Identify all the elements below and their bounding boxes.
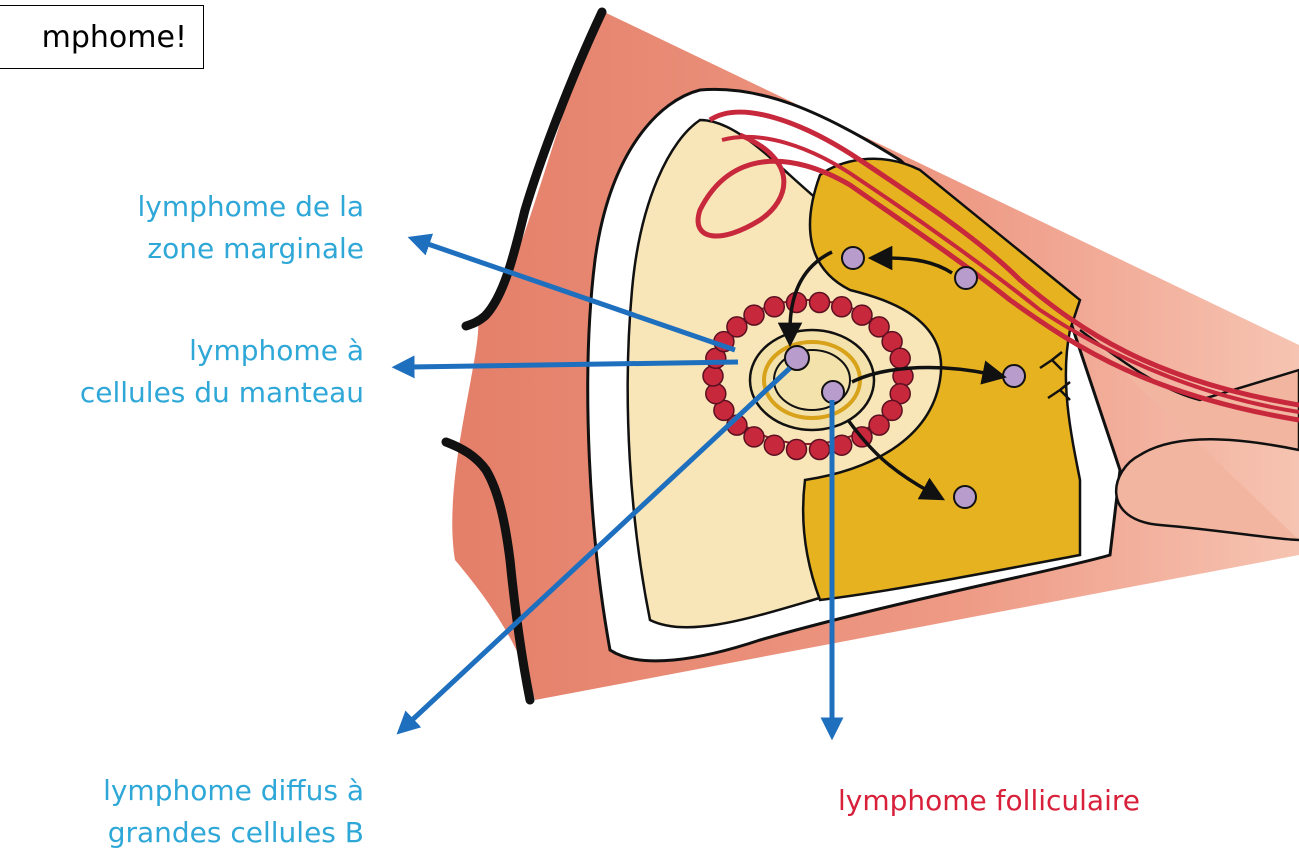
title-box: mphome! (0, 5, 204, 69)
mantle-cell (706, 384, 726, 404)
mantle-cell (727, 317, 747, 337)
label-mantle-cell-lymphoma: lymphome à cellules du manteau (80, 330, 364, 414)
mantle-cell (890, 348, 910, 368)
label-diffuse-large-b-cell-lymphoma: lymphome diffus à grandes cellules B (103, 770, 364, 854)
b-cell (1003, 365, 1025, 387)
mantle-cell (744, 305, 764, 325)
mantle-cell (810, 293, 830, 313)
b-cell (785, 346, 809, 370)
mantle-cell (764, 435, 784, 455)
mantle-cell (744, 427, 764, 447)
mantle-cell (869, 415, 889, 435)
b-cell (954, 486, 976, 508)
mantle-cell (764, 297, 784, 317)
mantle-cell (787, 440, 807, 460)
b-cell (955, 267, 977, 289)
mantle-cell (832, 435, 852, 455)
title-text: mphome! (42, 6, 187, 69)
mantle-cell (703, 366, 723, 386)
label-marginal-zone-lymphoma: lymphome de la zone marginale (137, 186, 364, 270)
b-cell (842, 247, 864, 269)
mantle-cell (810, 440, 830, 460)
mantle-cell (852, 305, 872, 325)
b-cell (822, 381, 844, 403)
mantle-cell (832, 297, 852, 317)
label-follicular-lymphoma: lymphome folliculaire (838, 780, 1140, 822)
